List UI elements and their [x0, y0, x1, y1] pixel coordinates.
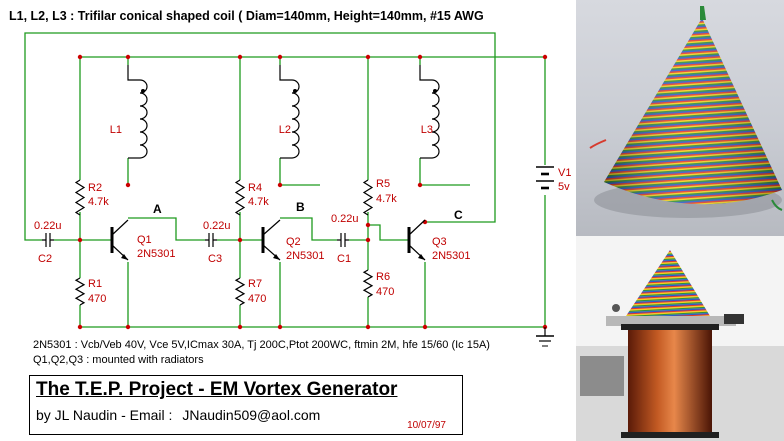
- project-title: The T.E.P. Project - EM Vortex Generator: [36, 379, 398, 400]
- transistor-spec-note: 2N5301 : Vcb/Veb 40V, Vce 5V,ICmax 30A, …: [33, 339, 490, 351]
- title-block: The T.E.P. Project - EM Vortex Generator…: [29, 375, 463, 435]
- resistor-r7: R7 470: [234, 277, 266, 306]
- svg-text:C1: C1: [337, 253, 351, 265]
- svg-text:0.22u: 0.22u: [34, 220, 62, 232]
- coil-l1-label: L1: [110, 124, 122, 136]
- svg-text:V1: V1: [558, 167, 571, 179]
- diagram-date: 10/07/97: [407, 420, 446, 431]
- coil-l3: L3: [419, 65, 440, 159]
- transistor-q1: Q1 2N5301: [110, 219, 176, 261]
- capacitor-c3: 0.22u C3: [203, 220, 231, 265]
- svg-text:5v: 5v: [558, 181, 570, 193]
- svg-text:R7: R7: [248, 278, 262, 290]
- author-label: by JL Naudin - Email :: [36, 407, 173, 423]
- circuit-wires: [24, 32, 546, 328]
- node-b-label: B: [296, 200, 305, 214]
- svg-text:R5: R5: [376, 178, 390, 190]
- svg-text:0.22u: 0.22u: [203, 220, 231, 232]
- battery-v1: V1 5v: [536, 166, 571, 193]
- conical-coil-photo: [576, 0, 784, 236]
- svg-text:Q3: Q3: [432, 236, 447, 248]
- coil-l1: L1: [110, 65, 148, 159]
- author-line: by JL Naudin - Email : JNaudin509@aol.co…: [36, 407, 320, 423]
- author-email[interactable]: JNaudin509@aol.com: [182, 407, 321, 423]
- svg-text:Q2: Q2: [286, 236, 301, 248]
- resistor-r6: R6 470: [362, 269, 394, 298]
- svg-text:4.7k: 4.7k: [88, 196, 109, 208]
- resistor-r4: R4 4.7k: [234, 179, 269, 216]
- ground-symbol: [536, 327, 554, 347]
- svg-text:470: 470: [248, 293, 266, 305]
- svg-text:C2: C2: [38, 253, 52, 265]
- resistor-r1: R1 470: [74, 277, 106, 306]
- svg-text:Q1: Q1: [137, 234, 152, 246]
- transistor-q3: Q3 2N5301: [407, 219, 471, 262]
- svg-text:C3: C3: [208, 253, 222, 265]
- svg-text:470: 470: [376, 286, 394, 298]
- capacitor-c1: 0.22u C1: [331, 213, 359, 265]
- coil-spec-header: L1, L2, L3 : Trifilar conical shaped coi…: [9, 9, 484, 23]
- svg-text:2N5301: 2N5301: [286, 250, 325, 262]
- coil-l3-label: L3: [421, 124, 433, 136]
- svg-text:0.22u: 0.22u: [331, 213, 359, 225]
- transistor-q2: Q2 2N5301: [261, 219, 325, 262]
- svg-text:R1: R1: [88, 278, 102, 290]
- radiator-note: Q1,Q2,Q3 : mounted with radiators: [33, 354, 204, 366]
- coil-assembly-photo: [576, 236, 784, 441]
- svg-text:R4: R4: [248, 182, 262, 194]
- resistor-r5: R5 4.7k: [362, 178, 397, 216]
- svg-text:2N5301: 2N5301: [432, 250, 471, 262]
- coil-l2-label: L2: [279, 124, 291, 136]
- junction-dots: [77, 54, 548, 330]
- node-c-label: C: [454, 208, 463, 222]
- svg-text:R2: R2: [88, 182, 102, 194]
- svg-text:4.7k: 4.7k: [248, 196, 269, 208]
- svg-text:4.7k: 4.7k: [376, 193, 397, 205]
- svg-text:2N5301: 2N5301: [137, 248, 176, 260]
- resistor-r2: R2 4.7k: [74, 179, 109, 216]
- node-a-label: A: [153, 202, 162, 216]
- coil-l2: L2: [279, 65, 300, 159]
- svg-text:R6: R6: [376, 271, 390, 283]
- capacitor-c2: 0.22u C2: [34, 220, 62, 265]
- svg-text:470: 470: [88, 293, 106, 305]
